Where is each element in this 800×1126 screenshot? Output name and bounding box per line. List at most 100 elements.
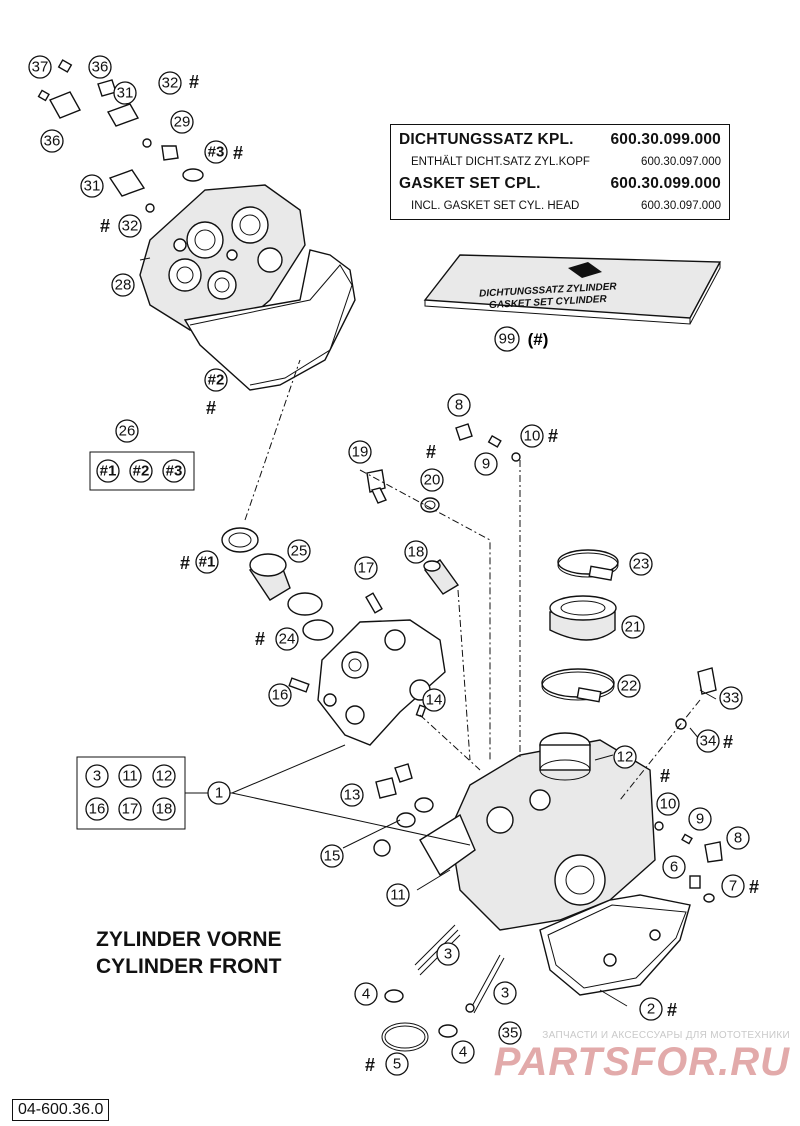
svg-text:17: 17 (122, 801, 139, 818)
callout-set-3[interactable]: #3 (204, 140, 228, 164)
svg-text:37: 37 (32, 59, 49, 76)
svg-text:#: # (189, 72, 199, 92)
callout-7[interactable]: 7 (721, 874, 745, 898)
hash-marks: # # # # # # # # # # # # # (100, 72, 759, 1075)
callout-19[interactable]: 19 (348, 440, 372, 464)
callout-4-left[interactable]: 4 (354, 982, 378, 1006)
svg-text:5: 5 (393, 1056, 401, 1073)
callout-22[interactable]: 22 (617, 674, 641, 698)
callout-20[interactable]: 20 (420, 468, 444, 492)
callout-99[interactable]: 99 (494, 326, 520, 352)
callout-9-low[interactable]: 9 (688, 807, 712, 831)
set1-item-16[interactable]: 16 (85, 797, 109, 821)
svg-text:34: 34 (700, 733, 717, 750)
callout-26[interactable]: 26 (115, 419, 139, 443)
callout-99-suffix: (#) (528, 330, 549, 349)
set1-item-11[interactable]: 11 (118, 764, 142, 788)
callout-33[interactable]: 33 (719, 686, 743, 710)
svg-text:#: # (255, 629, 265, 649)
svg-text:#: # (723, 732, 733, 752)
svg-text:17: 17 (358, 560, 375, 577)
callout-10-top[interactable]: 10 (520, 424, 544, 448)
callout-17[interactable]: 17 (354, 556, 378, 580)
set26-item-2[interactable]: #2 (129, 459, 153, 483)
callout-4-bottom[interactable]: 4 (451, 1040, 475, 1064)
callout-9-top[interactable]: 9 (474, 452, 498, 476)
callout-11[interactable]: 11 (386, 883, 410, 907)
callout-6[interactable]: 6 (662, 855, 686, 879)
svg-text:21: 21 (625, 619, 642, 636)
set1-item-3[interactable]: 3 (85, 764, 109, 788)
set1-item-17[interactable]: 17 (118, 797, 142, 821)
callout-1[interactable]: 1 (207, 781, 231, 805)
callout-18[interactable]: 18 (404, 540, 428, 564)
callout-31-top[interactable]: 31 (113, 81, 137, 105)
svg-text:19: 19 (352, 444, 369, 461)
callout-23[interactable]: 23 (629, 552, 653, 576)
callout-10-low[interactable]: 10 (656, 792, 680, 816)
upper-small-parts (37, 59, 204, 213)
callout-13[interactable]: 13 (340, 783, 364, 807)
svg-text:4: 4 (362, 986, 370, 1003)
svg-text:15: 15 (324, 848, 341, 865)
callout-36-top[interactable]: 36 (88, 55, 112, 79)
svg-text:7: 7 (729, 878, 737, 895)
callout-32-mid[interactable]: 32 (118, 214, 142, 238)
callout-25[interactable]: 25 (287, 539, 311, 563)
svg-text:#1: #1 (199, 554, 216, 571)
set-box-26 (89, 451, 195, 491)
callout-3-upper[interactable]: 3 (436, 942, 460, 966)
callout-34[interactable]: 34 (696, 729, 720, 753)
callout-28[interactable]: 28 (111, 273, 135, 297)
svg-text:10: 10 (524, 428, 541, 445)
callout-31-mid[interactable]: 31 (80, 174, 104, 198)
set1-item-18[interactable]: 18 (152, 797, 176, 821)
svg-text:13: 13 (344, 787, 361, 804)
callout-8-low[interactable]: 8 (726, 826, 750, 850)
svg-text:#: # (667, 1000, 677, 1020)
svg-text:#: # (233, 143, 243, 163)
callout-14[interactable]: 14 (422, 688, 446, 712)
svg-text:32: 32 (162, 75, 179, 92)
svg-text:23: 23 (633, 556, 650, 573)
svg-text:20: 20 (424, 472, 441, 489)
right-intake-parts (366, 423, 717, 730)
callout-12[interactable]: 12 (613, 745, 637, 769)
set1-item-12[interactable]: 12 (152, 764, 176, 788)
callout-set-1[interactable]: #1 (195, 550, 219, 574)
svg-text:31: 31 (84, 178, 101, 195)
svg-text:31: 31 (117, 85, 134, 102)
callout-21[interactable]: 21 (621, 615, 645, 639)
svg-text:16: 16 (272, 687, 289, 704)
left-cap-parts (221, 527, 383, 693)
svg-text:12: 12 (156, 768, 173, 785)
svg-text:99: 99 (499, 331, 516, 348)
callout-29[interactable]: 29 (170, 110, 194, 134)
callout-15[interactable]: 15 (320, 844, 344, 868)
callout-24[interactable]: 24 (275, 627, 299, 651)
svg-text:16: 16 (89, 801, 106, 818)
callout-8-top[interactable]: 8 (447, 393, 471, 417)
info-line3-value: 600.30.099.000 (610, 175, 721, 192)
set26-item-1[interactable]: #1 (96, 459, 120, 483)
callout-36-left[interactable]: 36 (40, 129, 64, 153)
set26-item-3[interactable]: #3 (162, 459, 186, 483)
callout-3-lower[interactable]: 3 (493, 981, 517, 1005)
callout-set-2[interactable]: #2 (204, 368, 228, 392)
svg-text:#: # (548, 426, 558, 446)
callout-32-top[interactable]: 32 (158, 71, 182, 95)
svg-text:3: 3 (444, 946, 452, 963)
svg-text:22: 22 (621, 678, 638, 695)
svg-text:8: 8 (455, 397, 463, 414)
watermark-brand: PARTSFOR.RU (493, 1040, 790, 1084)
svg-text:8: 8 (734, 830, 742, 847)
callout-35[interactable]: 35 (498, 1021, 522, 1045)
info-line3-label: GASKET SET CPL. (399, 175, 541, 192)
svg-text:36: 36 (44, 133, 61, 150)
callout-16[interactable]: 16 (268, 683, 292, 707)
callout-2[interactable]: 2 (639, 997, 663, 1021)
svg-text:#: # (660, 766, 670, 786)
callout-5[interactable]: 5 (385, 1052, 409, 1076)
svg-text:3: 3 (93, 768, 101, 785)
callout-37[interactable]: 37 (28, 55, 52, 79)
